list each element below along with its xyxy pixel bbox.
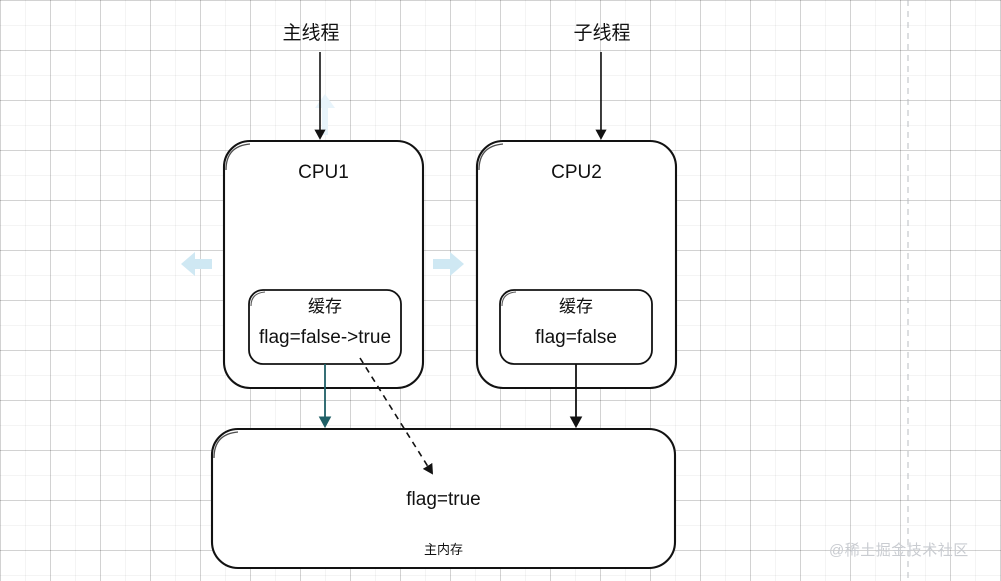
bus-arrow-right-icon (433, 252, 464, 276)
main-memory-title: 主内存 (423, 542, 463, 557)
cpu1-cache-value: flag=false->true (258, 327, 392, 348)
cache-writeback-dashed-arrow (359, 357, 433, 475)
main-memory-box (210, 427, 677, 570)
bus-arrow-up-icon (315, 94, 335, 135)
bus-arrow-left-icon (181, 252, 212, 276)
watermark-label: @稀土掘金技术社区 (829, 542, 969, 559)
cpu2-cache-title: 缓存 (559, 297, 593, 316)
cpu1-title: CPU1 (298, 162, 349, 183)
cpu2-title: CPU2 (551, 162, 602, 183)
cpu1-cache-title: 缓存 (308, 297, 342, 316)
main-memory-value: flag=true (406, 489, 481, 510)
cpu2-cache-value: flag=false (535, 327, 617, 348)
child-thread-label: 子线程 (573, 23, 631, 44)
main-thread-label: 主线程 (282, 23, 340, 44)
